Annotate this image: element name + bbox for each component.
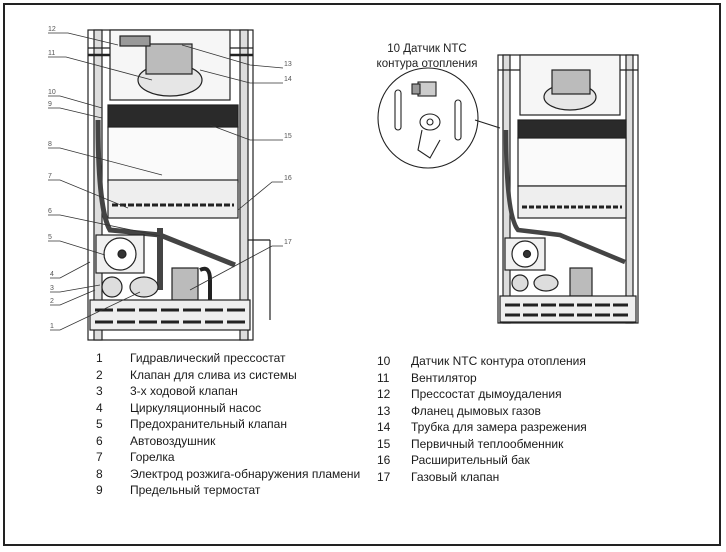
- callout-10: 10: [48, 89, 56, 96]
- legend-num: 12: [377, 387, 391, 401]
- legend-label: Газовый клапан: [411, 469, 500, 484]
- legend-label: Клапан для слива из системы: [130, 367, 297, 382]
- legend-item: 16 Расширительный бак: [377, 452, 587, 469]
- legend-label: Датчик NTC контура отопления: [411, 354, 586, 368]
- legend-num: 2: [96, 367, 103, 382]
- legend-num: 14: [377, 420, 391, 434]
- legend-item: 1 Гидравлический прессостат: [96, 350, 360, 367]
- legend-item: 5 Предохранительный клапан: [96, 416, 360, 433]
- callout-11: 11: [48, 50, 55, 57]
- heat-exchanger-left: [107, 104, 239, 128]
- legend-num: 8: [96, 466, 103, 481]
- callout-16: 16: [284, 175, 292, 182]
- callout-5: 5: [48, 234, 52, 241]
- callout-17: 17: [284, 239, 292, 246]
- boiler-right: [497, 54, 639, 324]
- callout-12: 12: [48, 26, 56, 33]
- legend-label: Предельный термостат: [130, 483, 261, 497]
- burner-left: [107, 179, 239, 219]
- legend-right: 10 Датчик NTC контура отопления 11 Вентиля…: [377, 353, 587, 485]
- callout-9: 9: [48, 101, 52, 108]
- callout-13: 13: [284, 61, 292, 68]
- legend-item: 12 Прессостат дымоудаления: [377, 386, 587, 403]
- legend-item: 6 Автовоздушник: [96, 433, 360, 450]
- callout-3: 3: [50, 285, 54, 292]
- callout-6: 6: [48, 208, 52, 215]
- callout-14: 14: [284, 76, 292, 83]
- gas-valve-left: [171, 267, 199, 301]
- inset-title-line2: контура отопления: [376, 58, 478, 70]
- legend-num: 1: [96, 351, 103, 365]
- ntc-sensor-inset: [377, 67, 501, 169]
- legend-label: Гидравлический прессостат: [130, 351, 286, 365]
- callout-4: 4: [50, 271, 54, 278]
- legend-item: 17 Газовый клапан: [377, 469, 587, 486]
- legend-label: Расширительный бак: [411, 453, 530, 467]
- legend-label: 3-х ходовой клапан: [130, 384, 238, 398]
- legend-label: Первичный теплообменник: [411, 436, 564, 451]
- callout-1: 1: [50, 323, 54, 330]
- legend-label: Электрод розжига-обнаружения пламени: [130, 466, 361, 481]
- callout-labels-left: 12 11 10 9 8 7 6 5 4 3 2 1 13 14 15 16 1…: [48, 26, 292, 330]
- boiler-left: [87, 29, 271, 341]
- legend-item: 11 Вентилятор: [377, 370, 587, 387]
- legend-label: Прессостат дымоудаления: [411, 387, 562, 401]
- legend-label: Автовоздушник: [130, 433, 216, 448]
- callout-8: 8: [48, 141, 52, 148]
- legend-item: 13 Фланец дымовых газов: [377, 403, 587, 420]
- legend-num: 5: [96, 417, 103, 431]
- legend-item: 15 Первичный теплообменник: [377, 436, 587, 453]
- legend-label: Фланец дымовых газов: [411, 403, 541, 418]
- legend-num: 13: [377, 403, 391, 418]
- callout-2: 2: [50, 298, 54, 305]
- legend-num: 6: [96, 433, 103, 448]
- legend-label: Циркуляционный насос: [130, 400, 262, 415]
- legend-num: 16: [377, 453, 391, 467]
- inset-title-line1: 10 Датчик NTC: [387, 43, 467, 55]
- legend-num: 3: [96, 384, 103, 398]
- legend-num: 10: [377, 354, 391, 368]
- legend-item: 3 3-х ходовой клапан: [96, 383, 360, 400]
- legend-item: 9 Предельный термостат: [96, 482, 360, 499]
- legend-num: 17: [377, 469, 391, 484]
- legend-num: 9: [96, 483, 103, 497]
- inset-title: 10 Датчик NTC контура отопления: [372, 42, 482, 72]
- legend-label: Трубка для замера разрежения: [411, 420, 587, 434]
- legend-item: 10 Датчик NTC контура отопления: [377, 353, 587, 370]
- legend-item: 14 Трубка для замера разрежения: [377, 419, 587, 436]
- legend-item: 8 Электрод розжига-обнаружения пламени: [96, 466, 360, 483]
- callout-15: 15: [284, 133, 292, 140]
- legend-num: 11: [377, 370, 390, 385]
- legend-item: 2 Клапан для слива из системы: [96, 367, 360, 384]
- legend-label: Предохранительный клапан: [130, 417, 287, 431]
- legend-label: Вентилятор: [411, 370, 477, 385]
- legend-label: Горелка: [130, 450, 175, 464]
- legend-item: 7 Горелка: [96, 449, 360, 466]
- legend-left: 1 Гидравлический прессостат 2 Клапан для с…: [96, 350, 360, 499]
- legend-num: 15: [377, 436, 391, 451]
- legend-item: 4 Циркуляционный насос: [96, 400, 360, 417]
- legend-num: 7: [96, 450, 103, 464]
- callout-lines-left: [48, 32, 284, 331]
- legend-num: 4: [96, 400, 103, 415]
- callout-7: 7: [48, 173, 52, 180]
